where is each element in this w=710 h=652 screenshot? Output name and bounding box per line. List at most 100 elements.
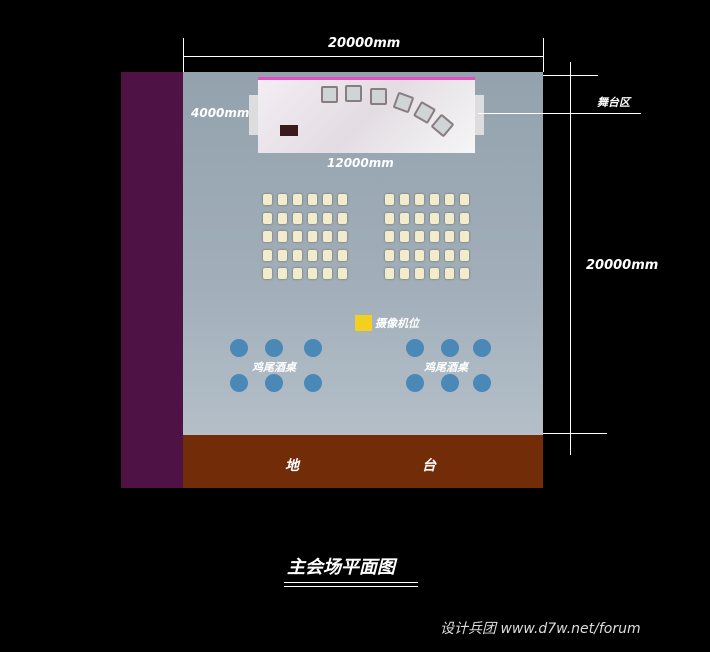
top-tick-left	[183, 38, 184, 72]
title-underline-2	[284, 586, 418, 587]
audience-seat	[415, 194, 424, 205]
right-dimension-label: 20000mm	[586, 258, 659, 273]
podium	[280, 125, 298, 136]
audience-seat	[415, 231, 424, 242]
audience-seat	[445, 194, 454, 205]
audience-seat	[445, 231, 454, 242]
audience-seat	[445, 212, 454, 224]
top-tick-right	[543, 38, 544, 72]
cocktail-table	[473, 339, 491, 357]
stage-leader-line	[478, 113, 641, 114]
audience-seat	[338, 212, 347, 224]
stage-wing-right	[475, 95, 484, 135]
side-strip	[121, 72, 183, 488]
cocktail-label-right: 鸡尾酒桌	[424, 361, 468, 374]
camera-label: 摄像机位	[375, 317, 419, 330]
right-dimension-line	[570, 62, 571, 455]
audience-seat	[338, 268, 347, 279]
audience-seat	[308, 249, 317, 261]
audience-seat	[430, 231, 439, 242]
audience-seat	[278, 194, 287, 205]
audience-seat	[385, 249, 394, 261]
audience-seat	[400, 268, 409, 279]
audience-seat	[293, 268, 302, 279]
stage-wing-left	[249, 95, 258, 135]
audience-seat	[460, 268, 469, 279]
audience-seat	[460, 194, 469, 205]
audience-seat	[323, 194, 332, 205]
title-underline	[284, 582, 418, 583]
audience-seat	[445, 268, 454, 279]
audience-seat	[445, 249, 454, 261]
audience-seat	[293, 212, 302, 224]
audience-seat	[263, 194, 272, 205]
audience-seat	[430, 212, 439, 224]
top-dimension-line	[183, 56, 543, 57]
audience-seat	[323, 268, 332, 279]
audience-seat	[430, 268, 439, 279]
audience-seat	[278, 231, 287, 242]
top-dimension-label: 20000mm	[328, 36, 401, 51]
cocktail-table	[304, 339, 322, 357]
audience-seat	[308, 231, 317, 242]
stage	[258, 77, 475, 153]
audience-seat	[293, 231, 302, 242]
audience-seat	[263, 212, 272, 224]
ground-stage-label-left: 地	[285, 458, 299, 474]
audience-seat	[338, 249, 347, 261]
audience-seat	[385, 194, 394, 205]
audience-seat	[400, 231, 409, 242]
audience-seat	[293, 249, 302, 261]
audience-seat	[460, 231, 469, 242]
audience-seat	[278, 212, 287, 224]
audience-seat	[430, 194, 439, 205]
audience-seat	[385, 231, 394, 242]
stage-depth-label: 4000mm	[191, 106, 250, 120]
cocktail-table	[441, 339, 459, 357]
audience-seat	[460, 212, 469, 224]
footer-watermark: 设计兵团 www.d7w.net/forum	[440, 621, 641, 637]
cocktail-table	[441, 374, 459, 392]
audience-seat	[263, 268, 272, 279]
audience-seat	[263, 231, 272, 242]
cocktail-table	[406, 339, 424, 357]
audience-seat	[293, 194, 302, 205]
right-tick-top	[543, 75, 598, 76]
camera-marker	[355, 315, 372, 331]
audience-seat	[415, 268, 424, 279]
cocktail-table	[230, 374, 248, 392]
audience-seat	[323, 249, 332, 261]
audience-seat	[278, 268, 287, 279]
audience-seat	[385, 268, 394, 279]
ground-stage	[183, 435, 543, 488]
cocktail-label-left: 鸡尾酒桌	[252, 361, 296, 374]
audience-seat	[263, 249, 272, 261]
stage-area-label: 舞台区	[597, 96, 630, 109]
cocktail-table	[304, 374, 322, 392]
audience-seat	[323, 231, 332, 242]
audience-seat	[430, 249, 439, 261]
cocktail-table	[473, 374, 491, 392]
stage-width-label: 12000mm	[327, 156, 394, 170]
audience-seat	[415, 212, 424, 224]
ground-stage-label-right: 台	[422, 458, 436, 474]
audience-seat	[308, 268, 317, 279]
audience-seat	[308, 194, 317, 205]
cocktail-table	[265, 374, 283, 392]
audience-seat	[338, 194, 347, 205]
audience-seat	[338, 231, 347, 242]
cocktail-table	[406, 374, 424, 392]
audience-seat	[400, 212, 409, 224]
right-tick-bottom	[543, 433, 607, 434]
plan-title: 主会场平面图	[287, 557, 395, 578]
audience-seat	[400, 194, 409, 205]
audience-seat	[460, 249, 469, 261]
audience-seat	[385, 212, 394, 224]
audience-seat	[278, 249, 287, 261]
cocktail-table	[230, 339, 248, 357]
audience-seat	[308, 212, 317, 224]
audience-seat	[323, 212, 332, 224]
cocktail-table	[265, 339, 283, 357]
audience-seat	[415, 249, 424, 261]
